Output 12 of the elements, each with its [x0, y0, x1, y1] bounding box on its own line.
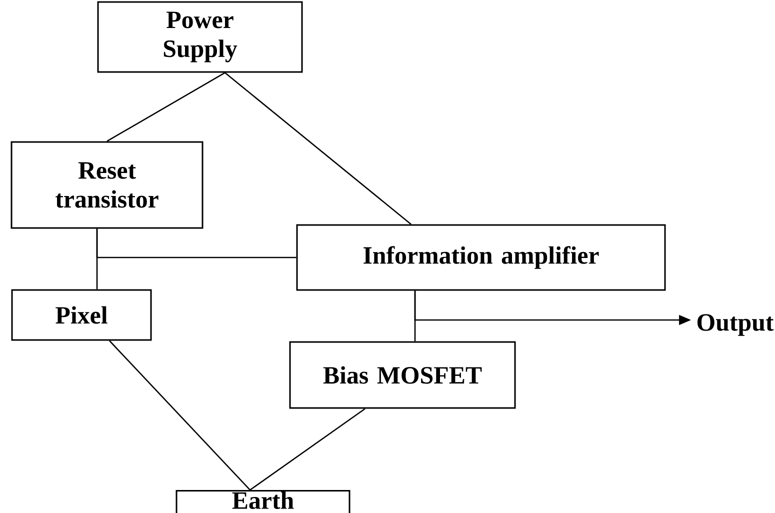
connector-line: [224, 72, 412, 225]
component-box: Information amplifier: [296, 224, 666, 291]
connector-line: [250, 408, 366, 491]
component-box: Bias MOSFET: [289, 341, 516, 409]
component-box: Pixel: [11, 289, 152, 341]
connector-line: [106, 72, 226, 142]
component-box: Power Supply: [97, 1, 303, 73]
connector-line: [109, 340, 250, 490]
component-box: Reset transistor: [10, 141, 204, 229]
output-label: Output: [697, 314, 774, 336]
component-box: Earth: [176, 490, 350, 513]
connector-line: [96, 228, 296, 258]
